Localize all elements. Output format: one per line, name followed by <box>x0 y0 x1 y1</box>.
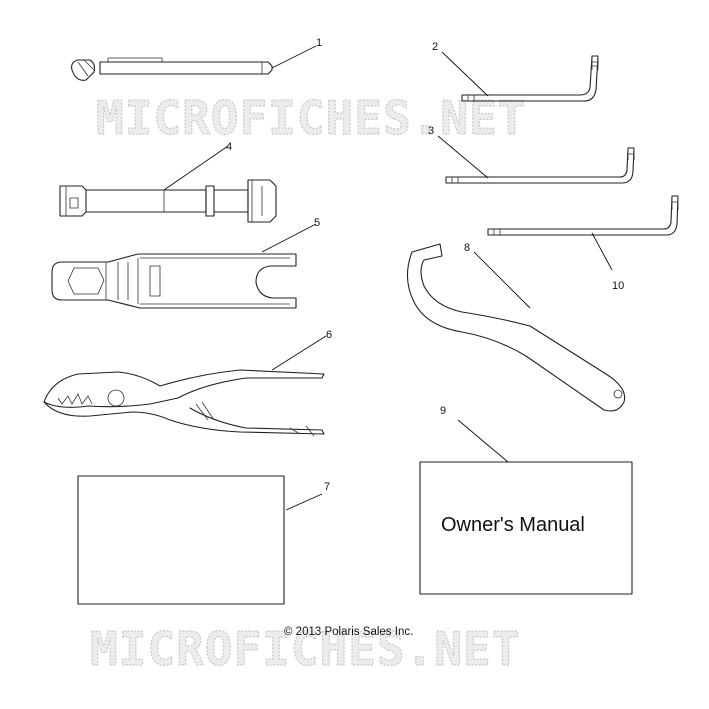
callout-5: 5 <box>314 217 320 229</box>
part-8-hook-spanner <box>406 243 626 412</box>
callout-8: 8 <box>464 242 470 254</box>
svg-text:MICROFICHES.NET: MICROFICHES.NET <box>96 91 526 145</box>
part-5-spanner-wrench <box>51 253 297 309</box>
callout-7: 7 <box>324 481 330 493</box>
svg-text:MICROFICHES.NET: MICROFICHES.NET <box>90 622 520 676</box>
callout-9: 9 <box>440 405 446 417</box>
part-4-spark-plug-socket <box>59 179 277 223</box>
callout-3: 3 <box>428 125 434 137</box>
part-3-hex-key <box>445 147 635 184</box>
manual-title: Owner's Manual <box>441 514 585 536</box>
part-10-hex-key <box>487 195 679 236</box>
callout-10: 10 <box>612 280 624 292</box>
watermark-top: MICROFICHES.NET MICROFICHES.NET <box>95 90 526 145</box>
part-7-document <box>77 475 285 605</box>
watermark-bottom: MICROFICHES.NET MICROFICHES.NET <box>89 621 520 676</box>
part-2-hex-key <box>461 55 599 102</box>
callout-2: 2 <box>432 41 438 53</box>
callout-6: 6 <box>326 329 332 341</box>
part-1-bit-driver <box>71 57 273 81</box>
callout-1: 1 <box>316 37 322 49</box>
svg-text:MICROFICHES.NET: MICROFICHES.NET <box>90 622 520 676</box>
svg-text:MICROFICHES.NET: MICROFICHES.NET <box>96 91 526 145</box>
part-6-pliers <box>43 369 325 437</box>
copyright-text: © 2013 Polaris Sales Inc. <box>284 626 413 638</box>
part-9-owners-manual: Owner's Manual <box>419 461 633 595</box>
callout-4: 4 <box>226 141 232 153</box>
